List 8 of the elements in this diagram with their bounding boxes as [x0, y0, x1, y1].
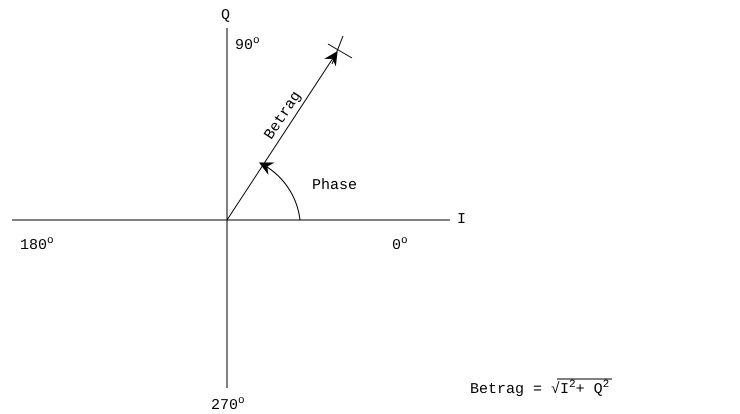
- angle-label: 180$^{o}$: [20, 236, 54, 253]
- formula: Betrag = √I$^{2}$+ Q$^{2}$: [470, 380, 610, 397]
- axis-label: I: [457, 212, 466, 227]
- axis-label: Q: [221, 8, 230, 23]
- angle-label: 0$^{o}$: [392, 236, 408, 253]
- phase-label: Phase: [312, 178, 358, 193]
- angle-label: 90$^{o}$: [235, 36, 260, 53]
- angle-label: 270$^{o}$: [211, 396, 245, 413]
